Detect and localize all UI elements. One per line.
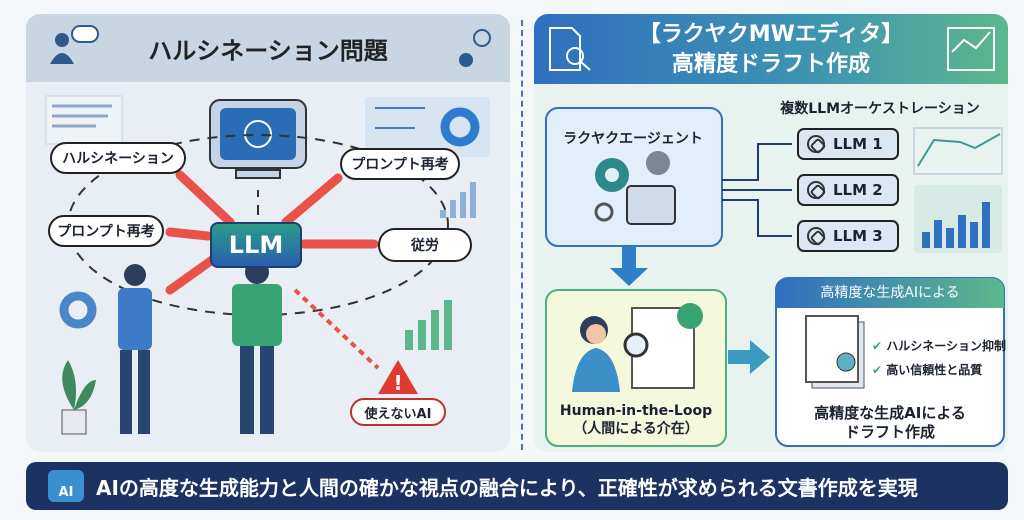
bubble-useless-ai: 使えないAI [350,398,446,426]
agent-label: ラクヤクエージェント [563,131,703,147]
monitor-openai-icon [209,99,307,179]
check-list: ✔ ハルシネーション抑制 ✔ 高い信頼性と品質 [872,334,1006,382]
document-lines-icon [45,95,123,145]
svg-text:!: ! [393,371,402,395]
result-label: 高精度な生成AIによる ドラフト作成 [776,404,1004,442]
bubble-hallucination: ハルシネーション [50,142,186,174]
check-icon: ✔ [872,363,883,377]
result-header-band [776,278,1004,308]
dashed-red-line [293,288,380,370]
openai-icon [807,135,825,153]
dashboard-card-icon [365,97,490,157]
llm-center-box: LLM [210,222,302,268]
bottom-banner: AI AIの高度な生成能力と人間の確かな視点の融合により、正確性が求められる文書… [26,462,1008,510]
panel-divider [521,20,523,450]
llm-3-label: LLM 3 [833,227,883,245]
warning-icon: ! [378,360,418,395]
check-icon: ✔ [872,339,883,353]
green-bar-chart-icon [405,300,452,350]
llm-2-label: LLM 2 [833,181,883,199]
hitl-line2: （人間による介在） [573,421,699,437]
openai-icon [807,181,825,199]
check-item: ✔ ハルシネーション抑制 [872,339,1007,353]
gear-icon [459,29,491,67]
red-arrows [165,170,379,295]
right-title-line2: 高精度ドラフト作成 [671,52,870,77]
user-chat-icon [50,25,99,64]
llm-1-box: LLM 1 [797,128,899,160]
line-chart-icon [913,127,1003,175]
llm-2-box: LLM 2 [797,174,899,206]
llm-3-box: LLM 3 [797,220,899,252]
hitl-label: Human-in-the-Loop （人間による介在） [546,402,726,438]
bubble-prompt-rethink-top: プロンプト再考 [340,148,460,180]
banner-text: AIの高度な生成能力と人間の確かな視点の融合により、正確性が求められる文書作成を… [96,475,918,500]
result-line2: ドラフト作成 [844,423,935,441]
result-line1: 高精度な生成AIによる [814,404,966,422]
llm-1-label: LLM 1 [833,135,883,153]
gears-sliders-icon [594,151,676,225]
bar-trend-chart-icon [914,185,1002,253]
bubble-prompt-rethink-left: プロンプト再考 [48,215,164,247]
growth-chart-icon [947,27,995,71]
certified-document-icon [805,315,865,389]
bar-chart-icon [440,182,476,218]
document-search-icon [549,27,591,71]
check-item: ✔ 高い信頼性と品質 [872,363,983,377]
bubble-toil: 従労 [378,228,472,262]
openai-icon [807,227,825,245]
person-confused-icon [118,264,152,434]
result-header: 高精度な生成AIによる [820,285,960,301]
right-title-line1: 【ラクヤクMWエディタ】 [638,22,904,47]
reviewer-woman-icon [572,303,703,392]
right-arrow [728,340,770,374]
left-panel-header: ハルシネーション問題 [26,14,510,82]
pie-chart-icon [59,291,97,329]
down-arrow [610,246,648,286]
plant-icon [61,360,96,435]
connector-arrows [722,143,792,237]
orchestration-label: 複数LLMオーケストレーション [780,101,980,117]
right-panel-header: 【ラクヤクMWエディタ】 高精度ドラフト作成 [534,14,1008,84]
hitl-line1: Human-in-the-Loop [559,403,713,419]
ai-person-icon: AI [48,470,84,502]
left-panel-title: ハルシネーション問題 [148,36,388,65]
